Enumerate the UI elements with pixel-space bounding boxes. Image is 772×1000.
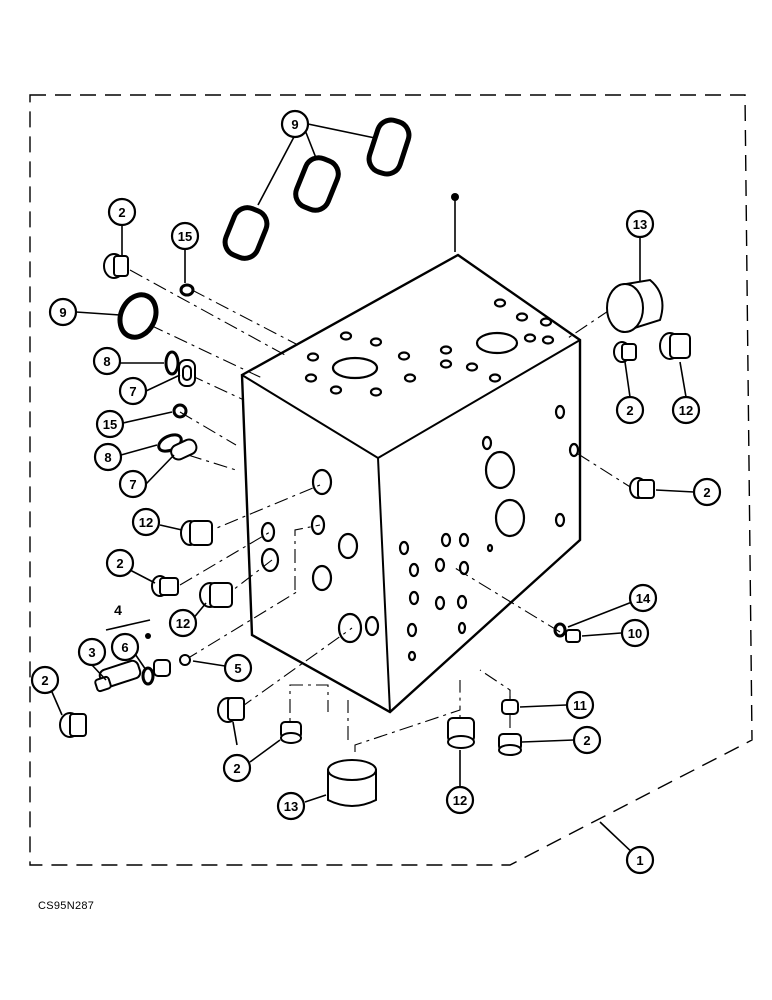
plate-7-lower: [170, 438, 198, 461]
svg-text:2: 2: [41, 673, 48, 688]
callout-7b: 7: [118, 469, 148, 499]
ball-5: [179, 654, 191, 666]
svg-text:13: 13: [633, 217, 647, 232]
oring-15-lower: [172, 403, 188, 419]
assembly-boundary: [29, 94, 753, 866]
svg-text:14: 14: [636, 591, 651, 606]
svg-text:9: 9: [291, 117, 298, 132]
svg-text:2: 2: [118, 205, 125, 220]
callout-12a: 12: [671, 395, 701, 425]
svg-text:12: 12: [453, 793, 467, 808]
callout-6: 6: [110, 632, 140, 662]
svg-text:4: 4: [114, 602, 122, 618]
callout-15a: 15: [170, 221, 200, 251]
svg-text:9: 9: [59, 305, 66, 320]
plug-2-left: [151, 575, 179, 597]
plug-2-bottom-right: [498, 733, 522, 756]
svg-text:2: 2: [233, 761, 240, 776]
callout-8a: 8: [92, 346, 122, 376]
svg-text:12: 12: [139, 515, 153, 530]
svg-text:7: 7: [129, 384, 136, 399]
svg-text:2: 2: [626, 403, 633, 418]
callout-2b: 2: [615, 395, 645, 425]
callout-10: 10: [620, 618, 650, 648]
plug-2-bottom-mid: [217, 697, 245, 723]
plug-2-bottom: [280, 721, 302, 744]
plug-10: [565, 629, 581, 643]
svg-text:8: 8: [104, 450, 111, 465]
seal-9b: [293, 155, 341, 213]
oring-9: [117, 292, 159, 340]
svg-text:2: 2: [703, 485, 710, 500]
callout-3: 3: [77, 637, 107, 667]
callout-2g: 2: [572, 725, 602, 755]
svg-text:12: 12: [679, 403, 693, 418]
figure-code: CS95N287: [38, 900, 95, 912]
callout-7a: 7: [118, 376, 148, 406]
seal-9c: [366, 117, 412, 177]
svg-text:8: 8: [103, 354, 110, 369]
callout-13a: 13: [625, 209, 655, 239]
seal-8-upper: [164, 350, 180, 376]
callout-11: 11: [565, 690, 595, 720]
callout-12b: 12: [131, 507, 161, 537]
callout-2c: 2: [692, 477, 722, 507]
svg-text:2: 2: [583, 733, 590, 748]
plug-12-left-lower: [199, 582, 233, 608]
callout-5: 5: [223, 653, 253, 683]
svg-text:15: 15: [103, 417, 117, 432]
valve-block: [240, 253, 582, 714]
svg-text:1: 1: [636, 853, 643, 868]
spool-3: [94, 659, 142, 693]
callout-13b: 13: [276, 791, 306, 821]
callout-4: 4: [114, 602, 122, 618]
plug-2-right-mid: [629, 477, 655, 499]
plug-2-top: [103, 253, 129, 279]
svg-text:15: 15: [178, 229, 192, 244]
plug-11: [501, 699, 519, 715]
svg-text:13: 13: [284, 799, 298, 814]
plug-13-top: [606, 278, 664, 333]
callout-8b: 8: [93, 442, 123, 472]
svg-text:12: 12: [176, 616, 190, 631]
svg-text:11: 11: [573, 698, 587, 713]
callout-14: 14: [628, 583, 658, 613]
plug-2-bottom-left: [59, 712, 87, 738]
callout-2e: 2: [30, 665, 60, 695]
svg-text:5: 5: [234, 661, 241, 676]
callout-12d: 12: [445, 785, 475, 815]
svg-text:2: 2: [116, 556, 123, 571]
plug-2-right-upper: [613, 341, 637, 363]
oring-15-upper: [179, 283, 195, 297]
plug-12-left: [180, 520, 213, 546]
callout-2a: 2: [107, 197, 137, 227]
callout-9a: 9: [280, 109, 310, 139]
check-4: [145, 633, 171, 677]
plug-12-right: [659, 332, 691, 360]
callout-2d: 2: [105, 548, 135, 578]
top-marker: [451, 193, 459, 201]
oring-6: [141, 666, 155, 686]
callout-15b: 15: [95, 409, 125, 439]
oring-14: [553, 622, 567, 638]
callout-12c: 12: [168, 608, 198, 638]
svg-text:7: 7: [129, 477, 136, 492]
svg-text:3: 3: [88, 645, 95, 660]
callout-2f: 2: [222, 753, 252, 783]
plug-13-bottom: [327, 759, 377, 807]
svg-text:10: 10: [628, 626, 642, 641]
seal-9a: [222, 205, 270, 261]
callout-9b: 9: [48, 297, 78, 327]
plug-12-bottom: [447, 717, 475, 749]
callout-1: 1: [625, 845, 655, 875]
svg-text:6: 6: [121, 640, 128, 655]
